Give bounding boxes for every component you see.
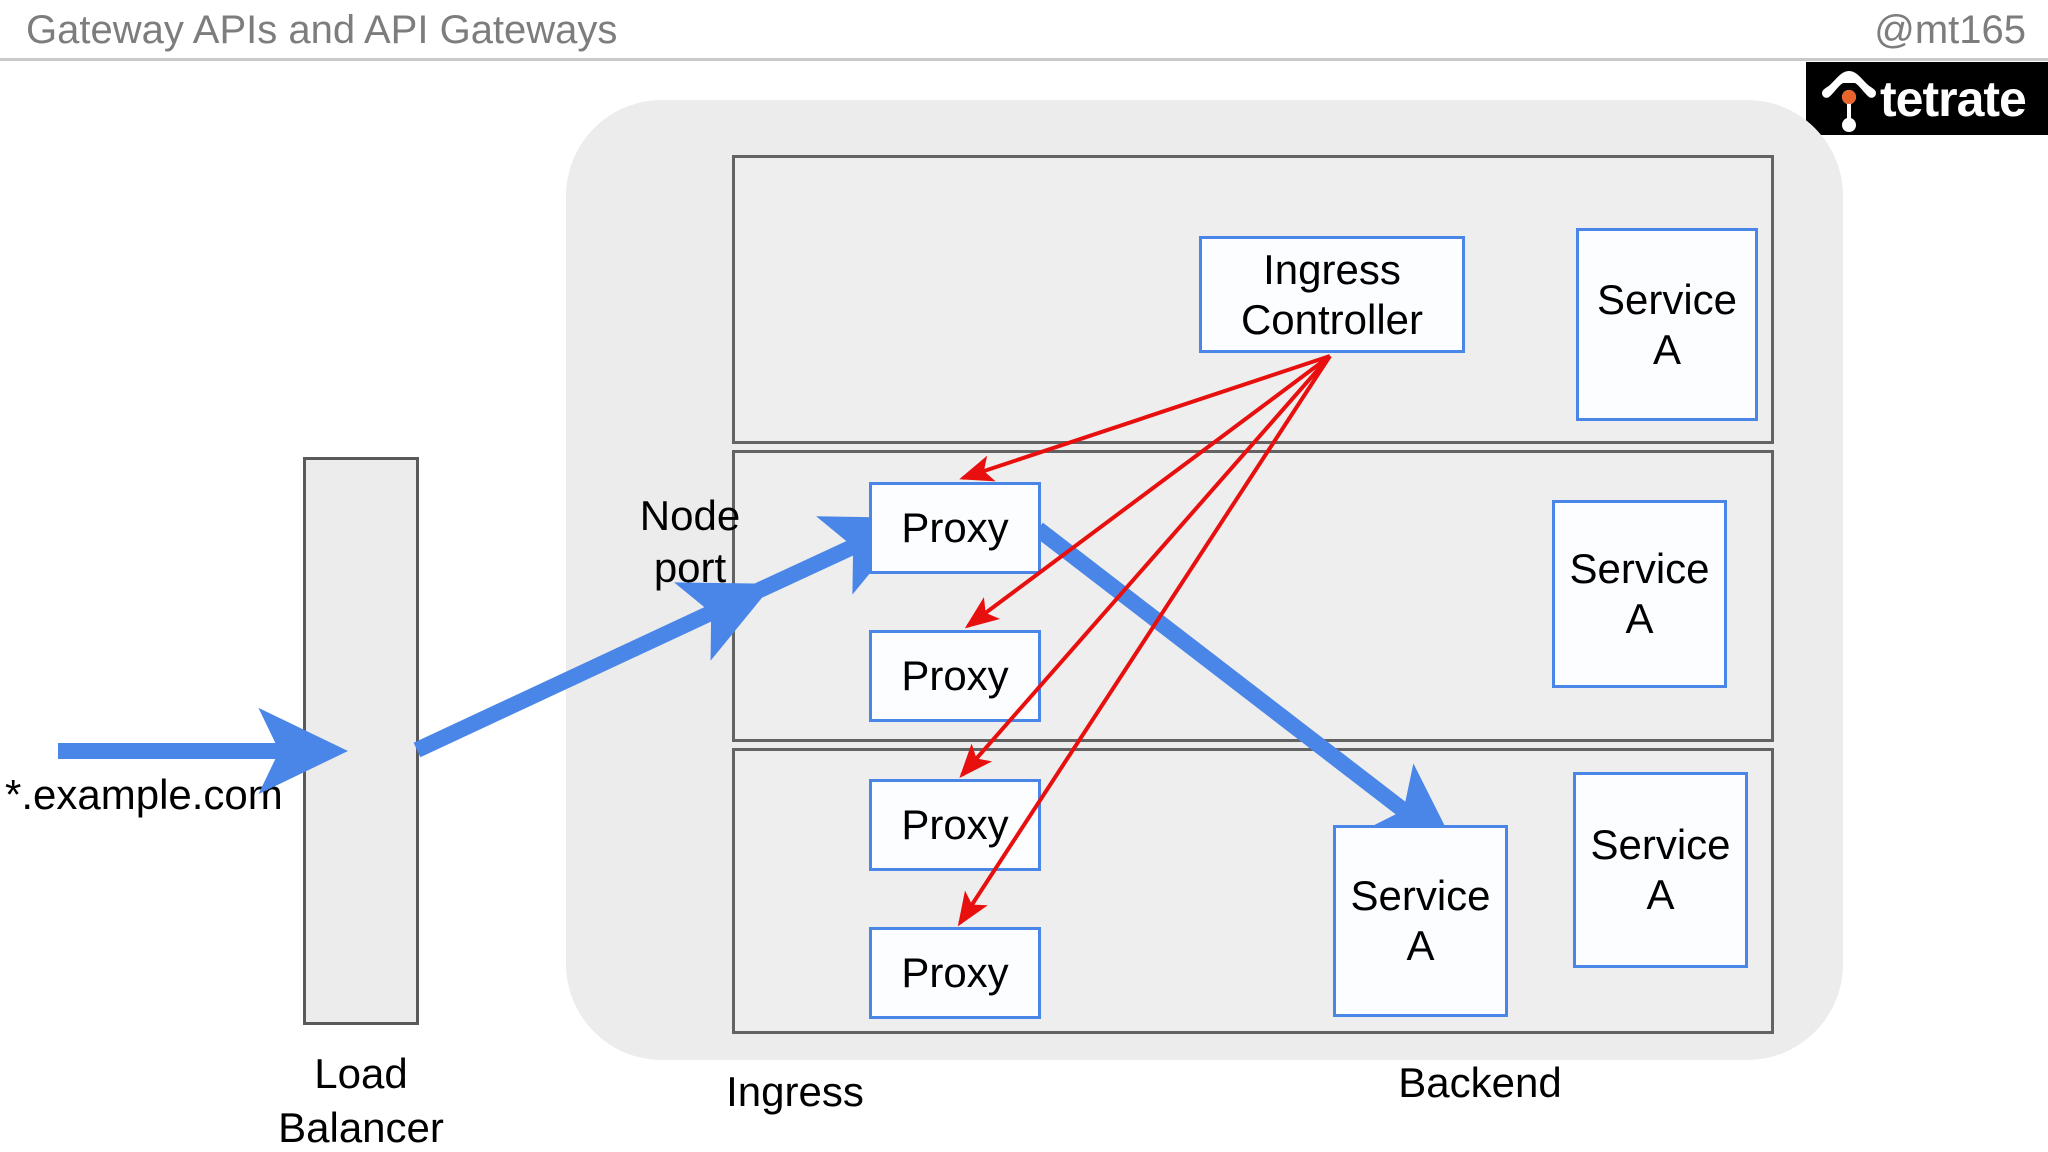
box-service-a-4[interactable]: Service A	[1573, 772, 1748, 968]
box-proxy-1[interactable]: Proxy	[869, 482, 1041, 574]
box-proxy-2[interactable]: Proxy	[869, 630, 1041, 722]
box-ingress-controller[interactable]: Ingress Controller	[1199, 236, 1465, 353]
label-ingress-zone: Ingress	[726, 1068, 864, 1115]
box-service-a-3[interactable]: Service A	[1333, 825, 1508, 1017]
label-load-balancer: Load Balancer	[278, 1050, 444, 1151]
page-title: Gateway APIs and API Gateways	[26, 8, 618, 52]
tetrate-logo: tetrate	[1806, 62, 2048, 135]
box-proxy-4[interactable]: Proxy	[869, 927, 1041, 1019]
load-balancer-bar[interactable]	[303, 457, 419, 1025]
box-proxy-3[interactable]: Proxy	[869, 779, 1041, 871]
slide-header	[0, 0, 2048, 61]
label-example-domain: *.example.com	[5, 771, 283, 818]
tetrate-wordmark: tetrate	[1880, 71, 2027, 127]
author-handle: @mt165	[1874, 8, 2026, 52]
label-backend-zone: Backend	[1398, 1059, 1562, 1106]
box-service-a-1[interactable]: Service A	[1576, 228, 1758, 421]
box-service-a-2[interactable]: Service A	[1552, 500, 1727, 688]
label-node-port: Node port	[639, 492, 741, 591]
tetrate-mark-icon	[1822, 71, 1876, 132]
